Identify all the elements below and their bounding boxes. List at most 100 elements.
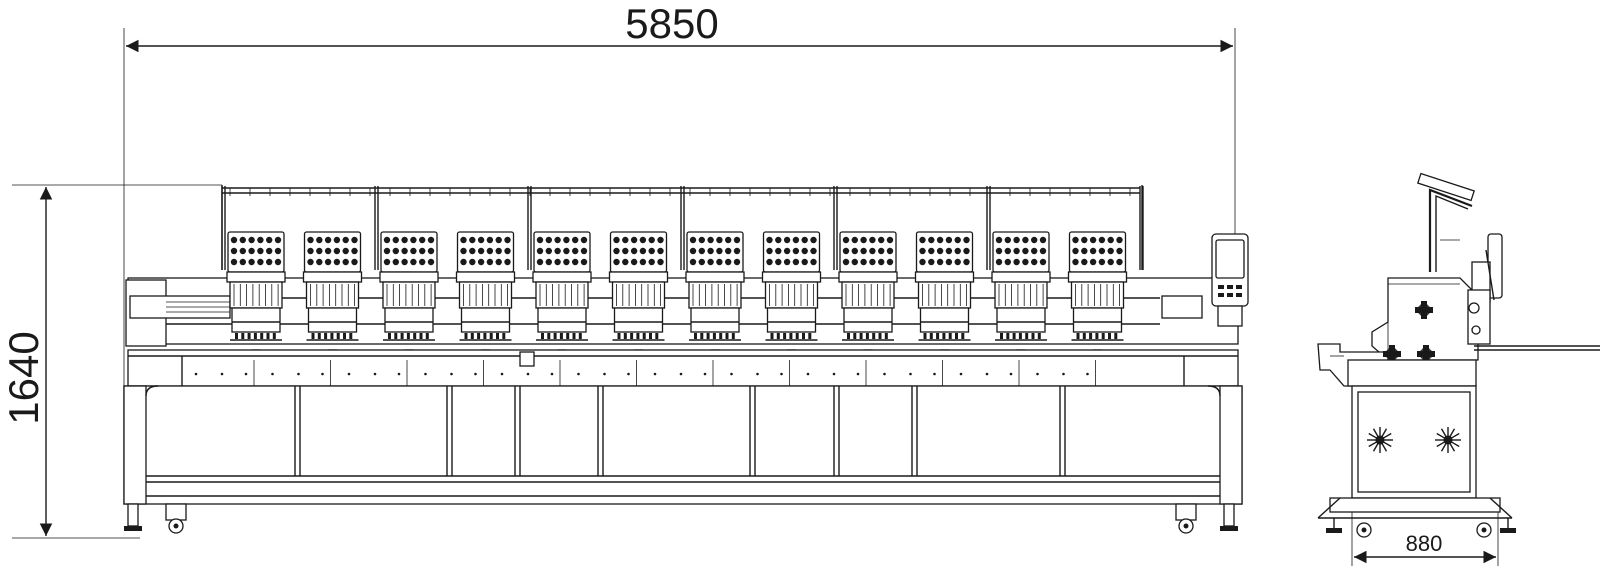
thread-rack-posts (221, 186, 1144, 270)
thread-tension-knob (1116, 258, 1123, 266)
thread-tension-knob (239, 236, 246, 244)
thread-tension-knob (274, 247, 282, 255)
thread-tension-knob (657, 247, 664, 255)
thread-tension-knob (239, 258, 246, 266)
width-dimension-label: 5850 (625, 0, 718, 47)
thread-tension-knob (936, 258, 944, 266)
needle-tip (470, 333, 474, 339)
thread-tension-knob (1098, 258, 1106, 266)
thread-tension-knob (810, 236, 817, 244)
thread-tension-knob (725, 236, 732, 244)
control-box (1161, 295, 1203, 319)
needle-tip (706, 333, 710, 339)
thread-tension-knob (1039, 247, 1047, 255)
thread-tension-knob (392, 258, 399, 266)
head-lower-body (690, 307, 740, 333)
needle-tip (1082, 333, 1086, 339)
thread-tension-knob (766, 236, 773, 244)
thread-tension-knob (963, 258, 970, 266)
needle-tip (311, 333, 315, 339)
thread-tension-knob (869, 258, 876, 266)
thread-tension-knob (919, 258, 926, 266)
thread-tension-knob (554, 236, 561, 244)
thread-tension-knob (307, 258, 314, 266)
thread-tension-knob (1072, 236, 1079, 244)
thread-tension-knob (860, 258, 867, 266)
head-needle-case (611, 281, 666, 309)
thread-tension-knob (657, 236, 664, 244)
needle-tip (349, 333, 353, 339)
thread-tension-knob (324, 258, 332, 266)
foot-left (124, 526, 142, 531)
thread-tension-knob (945, 236, 953, 244)
thread-tension-knob (1031, 247, 1038, 255)
thread-tension-knob (1089, 258, 1097, 266)
embroidery-head (685, 231, 745, 361)
needle-tip (636, 333, 640, 339)
thread-tension-knob (427, 247, 435, 255)
thread-tension-knob (563, 236, 570, 244)
thread-tension-knob (333, 258, 341, 266)
needle-tip (942, 333, 946, 339)
thread-tension-knob (630, 236, 638, 244)
thread-tension-knob (783, 247, 791, 255)
thread-tension-knob (460, 247, 467, 255)
thread-tension-knob (775, 236, 782, 244)
needle-tip (725, 333, 729, 339)
thread-tension-knob (248, 247, 255, 255)
thread-tension-knob (274, 236, 282, 244)
embroidery-head (379, 231, 439, 361)
needle-tip (266, 333, 270, 339)
needle-tip (547, 333, 551, 339)
thread-tension-knob (928, 236, 935, 244)
needle-tip (496, 333, 499, 339)
needle-tip (865, 333, 869, 339)
front-view (123, 185, 1249, 534)
base-leg-left (123, 385, 147, 505)
thread-tension-knob (477, 258, 485, 266)
thread-tension-knob (580, 236, 588, 244)
head-needle-case (688, 281, 742, 309)
needle-tip (1006, 333, 1010, 339)
thread-tension-knob (1013, 236, 1020, 244)
needle-tip (853, 333, 857, 339)
thread-tension-knob (869, 247, 876, 255)
needle-tip (1108, 333, 1111, 339)
thread-tension-knob (963, 247, 970, 255)
thread-tension-knob (248, 236, 255, 244)
thread-tension-knob (851, 247, 858, 255)
thread-tension-knob (851, 236, 858, 244)
needle-tip (795, 333, 799, 339)
thread-stand-top (1417, 172, 1475, 202)
needle-tip (617, 333, 621, 339)
height-dimension-label: 1640 (0, 331, 47, 424)
needle-tip (783, 333, 787, 339)
thread-tension-knob (810, 247, 817, 255)
thread-tension-knob (698, 247, 705, 255)
needle-tip (1000, 333, 1003, 339)
needle-tip (253, 333, 257, 339)
depth-dimension-label: 880 (1406, 531, 1443, 556)
thread-tension-knob (257, 247, 264, 255)
needle-tip (808, 333, 812, 339)
front-feet (124, 503, 1238, 534)
thread-tension-knob (495, 247, 502, 255)
depth-dimension: 880 (1351, 512, 1499, 566)
head-needle-case (458, 281, 513, 309)
embroidery-head (532, 231, 592, 361)
thread-tension-knob (775, 258, 782, 266)
thread-tension-knob (995, 236, 1003, 244)
needle-tip (1018, 333, 1022, 339)
thread-tension-knob (307, 236, 314, 244)
side-head-ornaments (1383, 301, 1435, 363)
needle-tip (719, 333, 723, 339)
thread-tension-knob (954, 247, 961, 255)
thread-tension-knob (419, 247, 426, 255)
needle-tip (413, 333, 417, 339)
head-needle-case (917, 281, 972, 309)
needle-tip (878, 333, 882, 339)
thread-tension-knob (410, 258, 417, 266)
head-needle-case (1070, 281, 1125, 309)
